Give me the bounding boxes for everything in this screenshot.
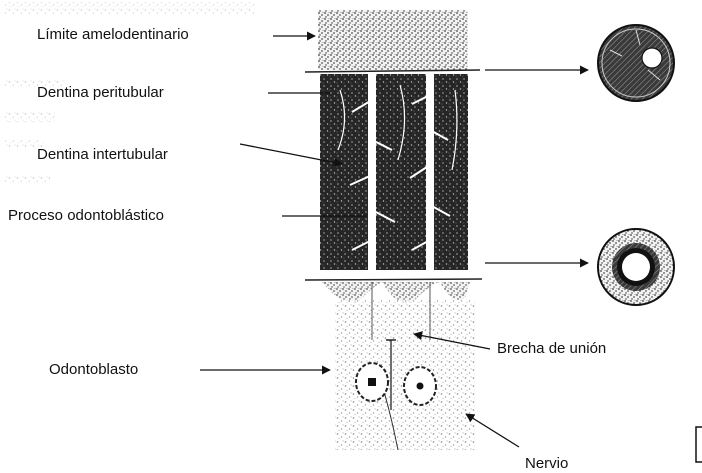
edge-bracket	[696, 427, 702, 462]
label-nervio: Nervio	[525, 455, 568, 473]
label-proceso-odontoblastico: Proceso odontoblástico	[8, 207, 164, 225]
cross-section-upper	[598, 25, 674, 101]
odontoblast-region	[322, 282, 475, 450]
label-odontoblasto: Odontoblasto	[49, 361, 138, 379]
predentin-line	[305, 279, 482, 280]
label-dentina-intertubular: Dentina intertubular	[37, 146, 168, 164]
label-limite-amelodentinario: Límite amelodentinario	[37, 26, 189, 44]
label-dentina-peritubular: Dentina peritubular	[37, 84, 164, 102]
dentin-block	[320, 74, 468, 270]
amelodentinal-line	[305, 70, 480, 72]
enamel-band	[318, 10, 468, 70]
label-brecha-de-union: Brecha de unión	[497, 340, 606, 358]
cross-section-lower	[598, 229, 674, 305]
